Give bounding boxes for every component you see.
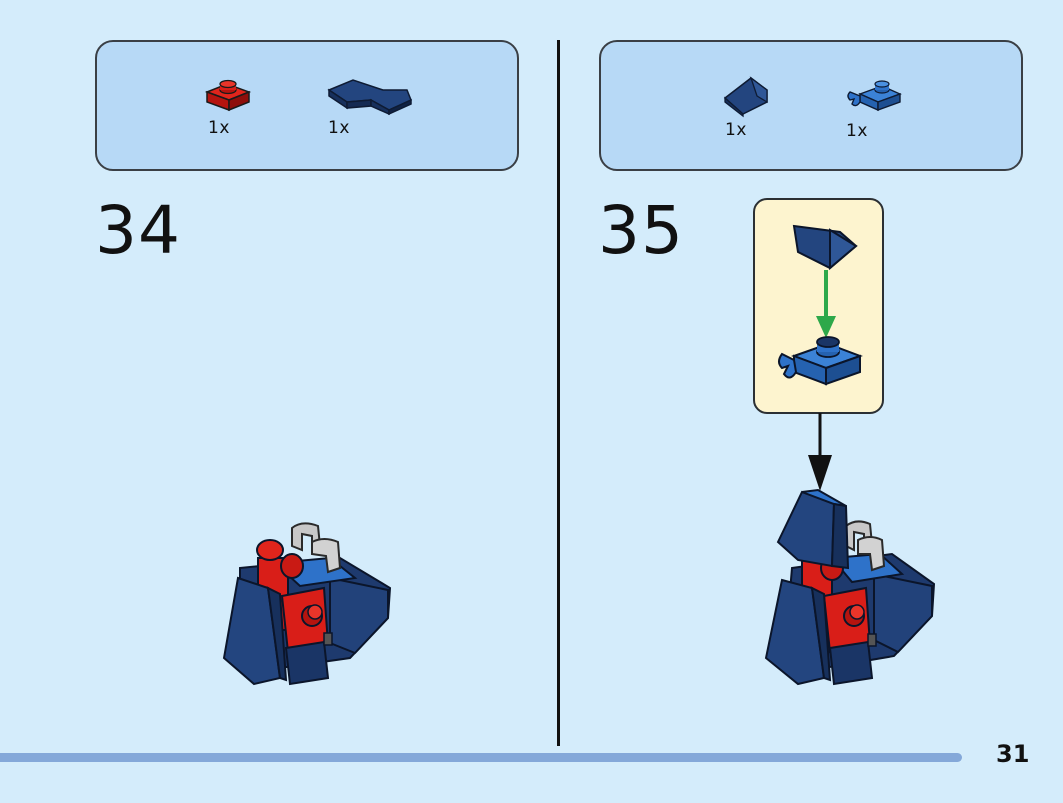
black-arrow-down-icon	[808, 413, 832, 491]
green-arrow-down-icon	[816, 270, 836, 338]
callout-blue-clip-plate-icon	[778, 336, 863, 386]
parts-list-step-34: 1x 1x	[95, 40, 519, 171]
blue-clip-plate-icon	[847, 80, 902, 112]
page-progress-bar	[0, 753, 962, 762]
part-quantity: 1x	[208, 118, 230, 138]
part-quantity: 1x	[725, 120, 747, 140]
step-34-model-illustration	[222, 522, 392, 686]
parts-list-step-35: 1x 1x	[599, 40, 1023, 171]
dark-blue-slope-icon	[723, 76, 768, 118]
column-divider	[557, 40, 560, 746]
red-round-plate-icon	[204, 79, 252, 112]
part-quantity: 1x	[846, 121, 868, 141]
callout-dark-blue-slope-icon	[792, 224, 858, 271]
part-quantity: 1x	[328, 118, 350, 138]
page-number: 31	[996, 740, 1030, 768]
step-number: 35	[598, 192, 684, 269]
step-35-model-illustration	[764, 488, 936, 686]
step-number: 34	[95, 192, 181, 269]
dark-blue-wedge-plate-icon	[327, 79, 412, 116]
